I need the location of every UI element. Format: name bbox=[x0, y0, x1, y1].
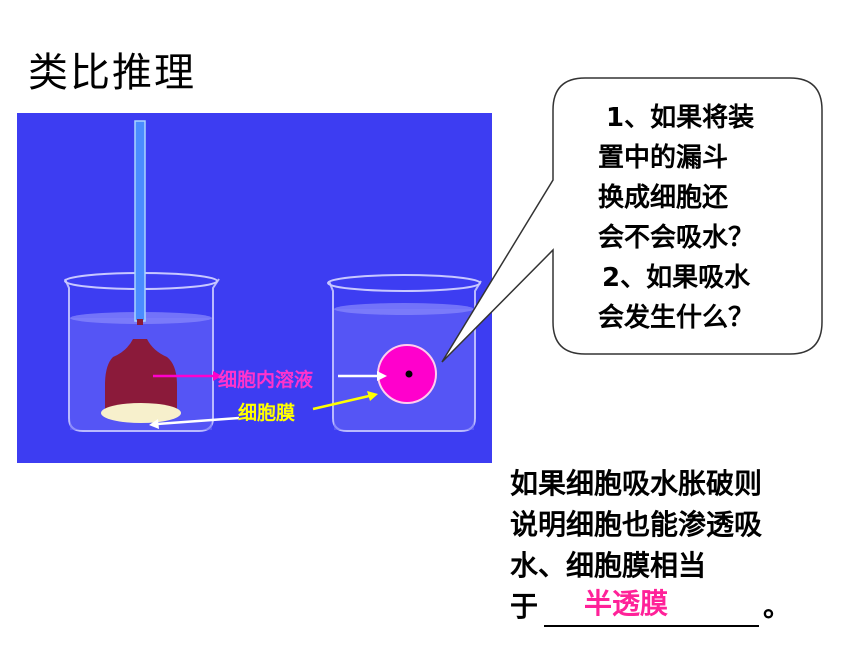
left-beaker bbox=[64, 120, 220, 432]
conclusion-line: 如果细胞吸水胀破则 bbox=[510, 467, 763, 500]
bubble-line: 2、如果吸水 bbox=[602, 263, 751, 293]
conclusion-text: 如果细胞吸水胀破则 说明细胞也能渗透吸 水、细胞膜相当 于 半透膜 。 bbox=[510, 463, 840, 627]
bubble-line: 置中的漏斗 bbox=[598, 143, 729, 173]
beakers-illustration bbox=[64, 120, 482, 432]
conclusion-suffix: 。 bbox=[763, 590, 792, 623]
bubble-line: 会发生什么？ bbox=[598, 303, 755, 333]
conclusion-prefix: 于 bbox=[510, 590, 539, 623]
label-cell-fluid: 细胞内溶液 bbox=[218, 369, 314, 391]
answer-text: 半透膜 bbox=[584, 587, 669, 620]
right-beaker bbox=[327, 274, 482, 432]
label-cell-membrane: 细胞膜 bbox=[238, 402, 296, 424]
answer-blank: 半透膜 bbox=[544, 587, 760, 627]
conclusion-line: 水、细胞膜相当 bbox=[510, 549, 707, 582]
bubble-line: 1、如果将装 bbox=[606, 103, 755, 133]
bubble-line: 会不会吸水？ bbox=[598, 223, 755, 253]
bubble-question-text: 1、如果将装 置中的漏斗 换成细胞还 会不会吸水？ 2、如果吸水 会发生什么？ bbox=[598, 98, 808, 338]
slide-title: 类比推理 bbox=[28, 50, 196, 96]
bubble-line: 换成细胞还 bbox=[598, 183, 729, 213]
osmosis-figure bbox=[17, 113, 492, 463]
conclusion-line: 说明细胞也能渗透吸 bbox=[510, 508, 763, 541]
cell-nucleus bbox=[405, 370, 413, 378]
conclusion-fill-line: 于 半透膜 。 bbox=[510, 586, 840, 627]
